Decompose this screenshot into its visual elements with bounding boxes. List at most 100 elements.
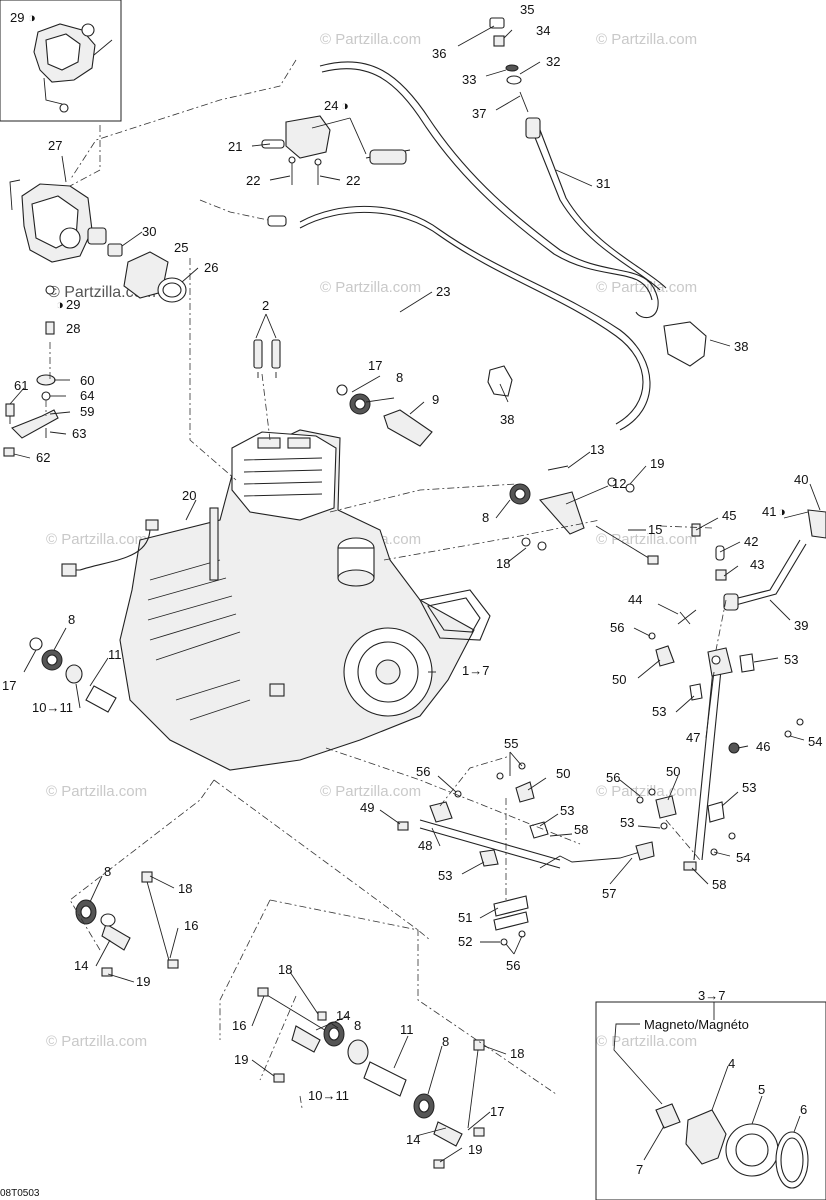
callout-label: 10→11 [32, 700, 73, 715]
callout-label: 19 [650, 456, 664, 471]
callout-label: 23 [436, 284, 450, 299]
callout-label: 63 [72, 426, 86, 441]
lower-left-mount [75, 871, 179, 977]
callout-label: 19 [468, 1142, 482, 1157]
callout-label: 50 [666, 764, 680, 779]
callout-label: 18 [510, 1046, 524, 1061]
cable-hardware [261, 17, 541, 227]
callout-label: 6 [800, 1102, 807, 1117]
callout-label: 62 [36, 450, 50, 465]
callout-label: 29 [10, 10, 24, 25]
callout-label: 56 [606, 770, 620, 785]
callout-label: 17 [2, 678, 16, 693]
callout-label: 51 [458, 910, 472, 925]
callout-label: 17 [490, 1104, 504, 1119]
callout-label: 4 [728, 1056, 735, 1071]
callout-label: 60 [80, 373, 94, 388]
watermark: © Partzilla.com [596, 1033, 697, 1050]
callout-label: 19 [234, 1052, 248, 1067]
callout-label: 58 [574, 822, 588, 837]
watermark: © Partzilla.com [320, 279, 421, 296]
callout-label: 22 [246, 173, 260, 188]
shifter-assembly [648, 509, 826, 871]
callout-label: 9 [432, 392, 439, 407]
watermark: © Partzilla.com [46, 531, 147, 548]
callout-label: 3→7 [698, 988, 725, 1003]
callout-label: 39 [794, 618, 808, 633]
callout-label: 38 [734, 339, 748, 354]
callout-label: 18 [178, 881, 192, 896]
lower-middle-mount [257, 987, 485, 1169]
watermark: © Partzilla.com [596, 31, 697, 48]
callout-label: 48 [418, 838, 432, 853]
mount-parts-upper [336, 384, 433, 447]
callout-label: 22 [346, 173, 360, 188]
callout-label: 37 [472, 106, 486, 121]
callout-label: 49 [360, 800, 374, 815]
footer-code: 08T0503 [0, 1188, 40, 1199]
callout-label: 33 [462, 72, 476, 87]
watermark: © Partzilla.com [320, 783, 421, 800]
reference-lines [45, 59, 727, 1109]
callout-label: 28 [66, 321, 80, 336]
carburetor [9, 179, 187, 335]
callout-label: 32 [546, 54, 560, 69]
watermark: © Partzilla.com [46, 783, 147, 800]
callout-label: 18 [278, 962, 292, 977]
watermark: © Partzilla.com [596, 783, 697, 800]
callout-label: 50 [612, 672, 626, 687]
callout-label: 54 [808, 734, 822, 749]
callout-label: 14 [336, 1008, 350, 1023]
callout-label: 31 [596, 176, 610, 191]
callout-label: 29 [66, 297, 80, 312]
gaskets [487, 321, 707, 397]
callout-label: 53 [742, 780, 756, 795]
callout-label: 8 [354, 1018, 361, 1033]
callout-label: 56 [610, 620, 624, 635]
callout-label: 14 [74, 958, 88, 973]
callout-label: 8 [482, 510, 489, 525]
svg-text:◑: ◑ [56, 297, 64, 312]
magneto-inset [595, 1001, 826, 1200]
callout-label: 64 [80, 388, 94, 403]
callout-label: 40 [794, 472, 808, 487]
watermark: © Partzilla.com [596, 531, 697, 548]
callout-label: 46 [756, 739, 770, 754]
callout-label: 42 [744, 534, 758, 549]
callout-label: 26 [204, 260, 218, 275]
watermark: © Partzilla.com [46, 1033, 147, 1050]
callout-label: 55 [504, 736, 518, 751]
callout-label: 56 [416, 764, 430, 779]
spark-plugs [253, 339, 281, 378]
callout-label: 30 [142, 224, 156, 239]
callout-label: 58 [712, 877, 726, 892]
callout-label: 7 [636, 1162, 643, 1177]
callout-label: 2 [262, 298, 269, 313]
shift-linkage [397, 762, 736, 946]
callout-label: 54 [736, 850, 750, 865]
callout-label: 1→7 [462, 663, 489, 678]
callout-label: 16 [184, 918, 198, 933]
callout-label: 18 [496, 556, 510, 571]
callout-label: 20 [182, 488, 196, 503]
callout-label: 61 [14, 378, 28, 393]
callout-label: 57 [602, 886, 616, 901]
callout-label: 52 [458, 934, 472, 949]
callout-label: 12 [612, 476, 626, 491]
callout-label: 53 [560, 803, 574, 818]
callout-label: 56 [506, 958, 520, 973]
callout-label: 13 [590, 442, 604, 457]
carburetor-inset [0, 0, 122, 122]
callout-label: 50 [556, 766, 570, 781]
callout-label: 53 [438, 868, 452, 883]
svg-text:◑: ◑ [778, 504, 786, 519]
callout-label: 16 [232, 1018, 246, 1033]
throttle-cables [299, 61, 667, 431]
callout-label: 14 [406, 1132, 420, 1147]
callout-label: 8 [396, 370, 403, 385]
left-mount [29, 637, 117, 713]
watermark: © Partzilla.com [320, 31, 421, 48]
